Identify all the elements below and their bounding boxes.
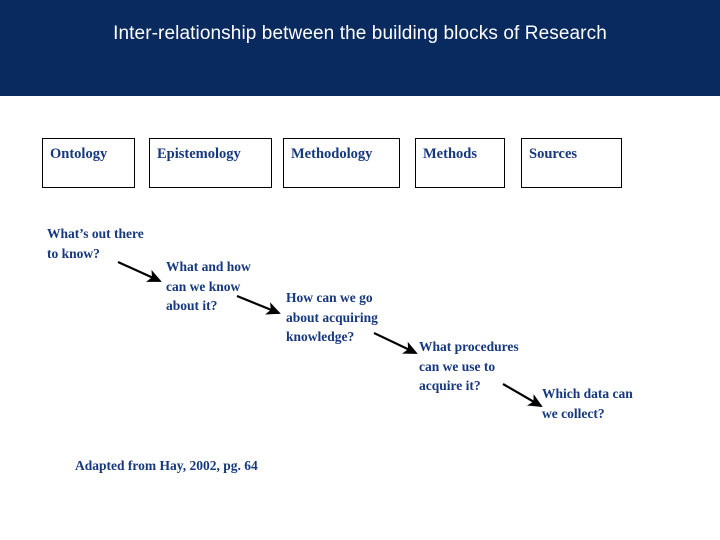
block-box-label: Methodology [291,146,373,162]
arrow-ontology-to-epistemology [117,260,162,283]
question-text-sources: Which data can we collect? [542,386,633,421]
question-text-epistemology: What and how can we know about it? [166,259,251,313]
block-box-methodology[interactable]: Methodology [283,138,400,188]
block-box-epistemology[interactable]: Epistemology [149,138,272,188]
block-box-label: Sources [529,146,578,162]
block-box-label: Methods [423,146,477,162]
block-box-label: Epistemology [157,146,241,162]
question-text-methods: What procedures can we use to acquire it… [419,339,519,393]
question-text-methodology: How can we go about acquiring knowledge? [286,290,378,344]
source-note: Adapted from Hay, 2002, pg. 64 [75,458,258,473]
title-banner: Inter-relationship between the building … [0,0,720,96]
block-box-label: Ontology [50,146,108,162]
block-box-methods[interactable]: Methods [415,138,505,188]
block-box-sources[interactable]: Sources [521,138,622,188]
question-text-ontology: What’s out there to know? [47,226,144,261]
page-title: Inter-relationship between the building … [113,23,607,44]
block-box-ontology[interactable]: Ontology [42,138,135,188]
